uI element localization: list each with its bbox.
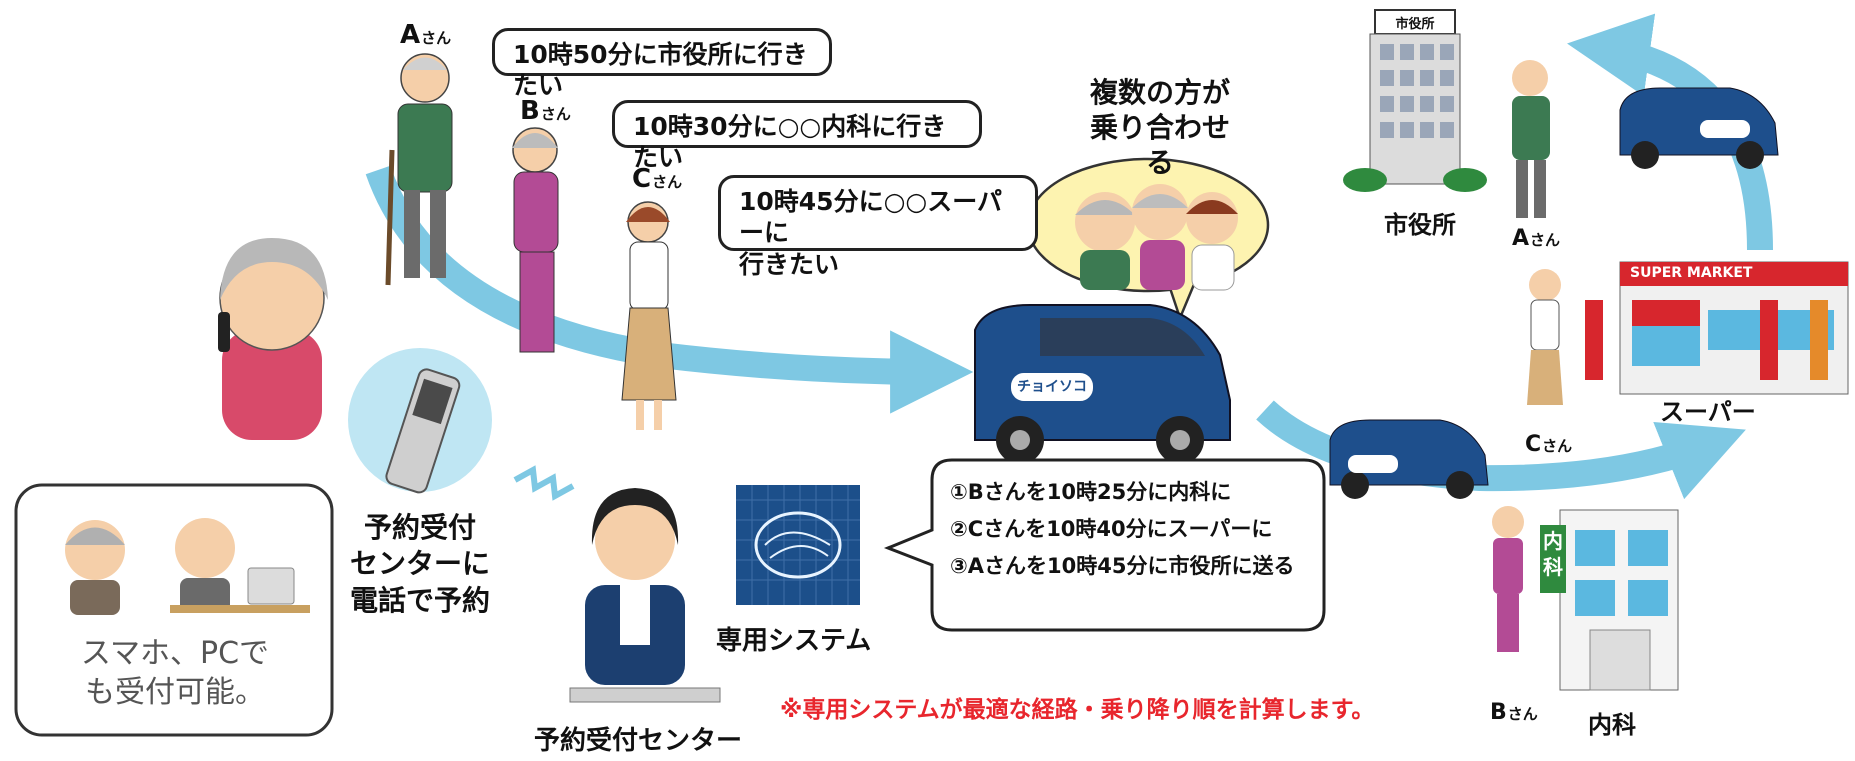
dedicated-system-label: 専用システム xyxy=(716,626,872,656)
clinic-sign: 内科 xyxy=(1543,529,1563,579)
passenger-a-arrived xyxy=(1512,60,1550,218)
schedule-list: ①Bさんを10時25分に内科に ②Cさんを10時40分にスーパーに ③Aさんを1… xyxy=(950,474,1294,584)
supermarket-building xyxy=(1585,261,1849,395)
passenger-c-figure xyxy=(621,201,677,430)
city-hall-label: 市役所 xyxy=(1384,211,1456,239)
rideshare-caption-line2: 乗り合わせる xyxy=(1090,111,1231,179)
passenger-b-arrived xyxy=(1492,506,1524,652)
online-note-line2: も受付可能。 xyxy=(85,675,265,710)
supermarket-label: スーパー xyxy=(1660,398,1756,426)
city-hall-building xyxy=(1343,9,1487,192)
reservation-center-label: 予約受付センター xyxy=(534,726,743,756)
main-van xyxy=(974,304,1231,464)
online-users-illustration xyxy=(65,518,310,615)
online-note-line1: スマホ、PCで xyxy=(80,636,270,671)
small-van-bottom xyxy=(1329,419,1489,499)
phone-circle xyxy=(348,348,492,494)
passenger-b-figure xyxy=(512,127,559,353)
passenger-c-arrived xyxy=(1527,269,1563,405)
phone-booking-line2: センターに xyxy=(349,547,490,581)
phone-booking-caption: 予約受付 センターに 電話で予約 xyxy=(340,510,500,619)
passenger-b-request-bubble: 10時30分に○○内科に行きたい xyxy=(612,100,982,172)
system-icon xyxy=(736,485,860,605)
clinic-building xyxy=(1540,509,1679,691)
supermarket-sign: SUPER MARKET xyxy=(1630,265,1753,281)
van-logo: チョイソコ xyxy=(1017,379,1087,395)
schedule-item: ③Aさんを10時45分に市役所に送る xyxy=(950,553,1295,578)
clinic-label: 内科 xyxy=(1588,711,1636,739)
passenger-a-name: Aさん xyxy=(400,20,452,50)
city-hall-passenger-a: Aさん xyxy=(1512,226,1561,251)
small-van-top xyxy=(1619,87,1779,169)
clinic-passenger-b: Bさん xyxy=(1490,700,1538,725)
rideshare-caption: 複数の方が 乗り合わせる xyxy=(1090,75,1230,180)
supermarket-passenger-c: Cさん xyxy=(1525,432,1573,457)
passenger-b-request: 10時30分に○○内科に行きたい xyxy=(633,112,947,173)
footnote: ※専用システムが最適な経路・乗り降り順を計算します。 xyxy=(780,697,1375,723)
passenger-c-name: Cさん xyxy=(632,164,683,194)
schedule-item: ②Cさんを10時40分にスーパーに xyxy=(950,516,1273,541)
signal-waves xyxy=(513,465,575,501)
phone-booking-line3: 電話で予約 xyxy=(349,583,490,617)
online-booking-note: スマホ、PCで も受付可能。 xyxy=(40,634,310,712)
passenger-c-request-line1: 10時45分に○○スーパーに xyxy=(739,187,1002,248)
passenger-b-name: Bさん xyxy=(520,96,571,126)
schedule-item: ①Bさんを10時25分に内科に xyxy=(950,480,1232,504)
passenger-a-request-bubble: 10時50分に市役所に行きたい xyxy=(492,28,832,100)
passenger-c-request-line2: 行きたい xyxy=(739,249,840,279)
rideshare-caption-line1: 複数の方が xyxy=(1090,76,1231,109)
city-hall-sign: 市役所 xyxy=(1395,17,1435,32)
passenger-a-figure xyxy=(385,53,453,286)
phone-booking-line1: 予約受付 xyxy=(363,511,476,544)
caller-figure xyxy=(218,238,328,440)
passenger-a-request: 10時50分に市役所に行きたい xyxy=(513,40,808,101)
rideshare-bubble xyxy=(1026,157,1270,322)
schedule-bubble xyxy=(883,458,1326,632)
operator-figure xyxy=(569,488,721,703)
passenger-c-request-bubble: 10時45分に○○スーパーに 行きたい xyxy=(718,175,1038,279)
